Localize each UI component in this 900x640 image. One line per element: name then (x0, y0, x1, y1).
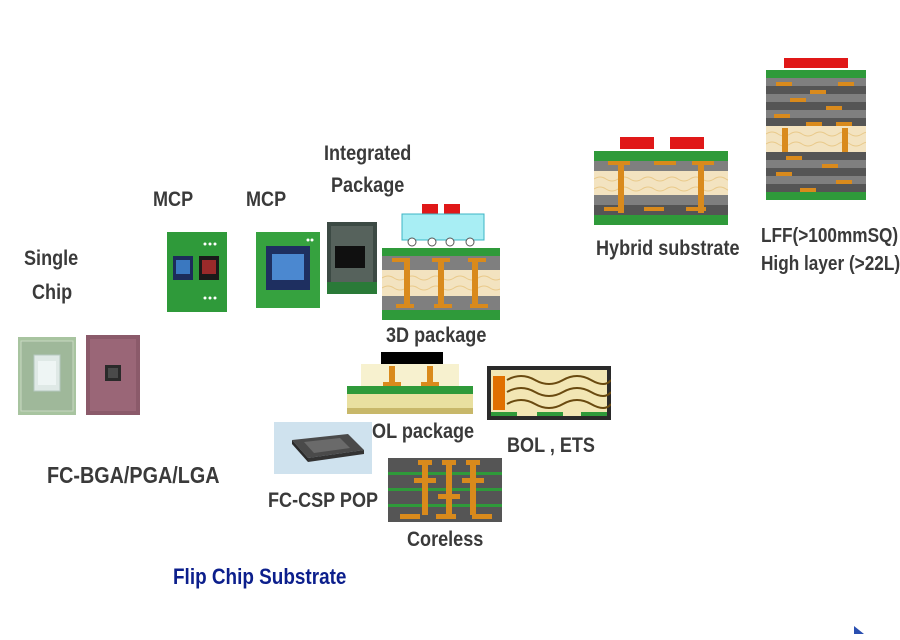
diagram-title: Flip Chip Substrate (173, 564, 347, 589)
single-chip-photo-2 (86, 335, 140, 415)
bol-ets-label: BOL , ETS (507, 434, 595, 457)
integrated-label-line1: Integrated (324, 142, 412, 165)
bol-package-label: BOL package (359, 420, 475, 443)
single-chip-photo-1 (18, 337, 76, 415)
hybrid-substrate-label: Hybrid substrate (596, 237, 740, 260)
fc-csp-pop-label: FC-CSP POP (268, 489, 379, 512)
corner-arrow-icon (854, 626, 864, 634)
fc-csp-pop-photo (274, 422, 372, 474)
lff-high-layer-diagram (766, 58, 866, 206)
lff-label-line2: High layer (>22L) (761, 253, 900, 275)
integrated-label-line2: Package (331, 174, 405, 197)
coreless-label: Coreless (407, 528, 484, 551)
mcp-label-2: MCP (246, 188, 287, 211)
hybrid-substrate-diagram (594, 137, 728, 225)
bol-ets-diagram (487, 366, 611, 420)
package-3d-diagram (382, 204, 500, 320)
mcp-photo-2 (256, 232, 320, 308)
integrated-package-photo (327, 222, 377, 294)
coreless-diagram (388, 458, 502, 522)
bol-package-diagram (347, 352, 473, 414)
single-chip-label-line1: Single (24, 247, 79, 270)
fc-bga-label: FC-BGA/PGA/LGA (47, 462, 220, 488)
mcp-label-1: MCP (153, 188, 194, 211)
mcp-photo-1 (167, 232, 227, 312)
package-3d-label: 3D package (386, 324, 487, 347)
single-chip-label-line2: Chip (32, 281, 73, 304)
lff-label-line1: LFF(>100mmSQ) (761, 225, 899, 247)
